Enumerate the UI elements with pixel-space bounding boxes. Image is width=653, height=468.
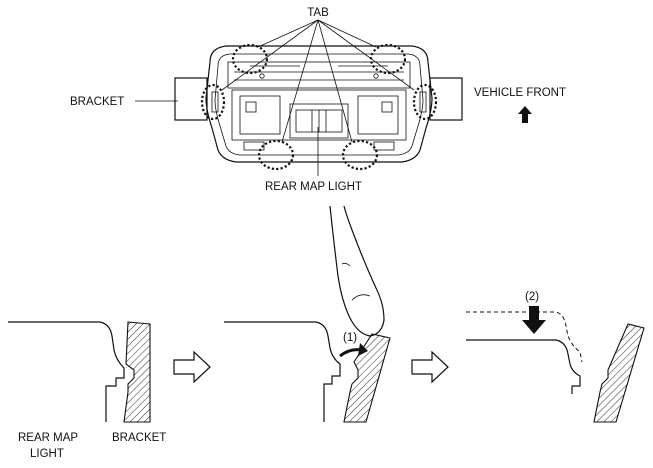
tab-marker-right (412, 83, 438, 121)
bracket-right-wing (429, 77, 463, 121)
right-hollow-arrow-icon (411, 350, 449, 384)
rear-map-light-label-top: REAR MAP LIGHT (265, 181, 362, 193)
tab-marker-left (200, 83, 226, 121)
step-2-label: (2) (525, 291, 539, 303)
bracket-section-a (123, 321, 151, 423)
cross-section-installed (8, 321, 151, 423)
up-arrow-icon (518, 106, 532, 123)
bracket-section-c (593, 323, 645, 423)
tab-marker-bottom-right (341, 139, 379, 171)
tab-marker-bottom-left (257, 139, 295, 171)
cross-section-pushing (224, 205, 391, 423)
vehicle-front-label: VEHICLE FRONT (474, 87, 566, 99)
bracket-label-bottom: BRACKET (112, 432, 166, 444)
bracket-left-wing (174, 77, 208, 121)
rear-map-light-label-bottom-line2: LIGHT (30, 448, 64, 460)
bracket-section-b (343, 333, 391, 423)
housing-outline (205, 45, 433, 163)
tab-marker-top-left (231, 43, 269, 75)
rear-map-light-top-view (135, 19, 463, 176)
down-arrow-icon (522, 306, 546, 334)
cross-section-removed (466, 306, 645, 423)
tab-label: TAB (307, 7, 329, 19)
step-1-label: (1) (343, 332, 357, 344)
finger (329, 205, 385, 337)
tab-marker-top-right (369, 43, 407, 75)
right-hollow-arrow-icon (173, 350, 211, 384)
rear-map-light-label-bottom-line1: REAR MAP (18, 432, 78, 444)
tab-leaders (221, 19, 415, 143)
bracket-label-top: BRACKET (70, 96, 124, 108)
